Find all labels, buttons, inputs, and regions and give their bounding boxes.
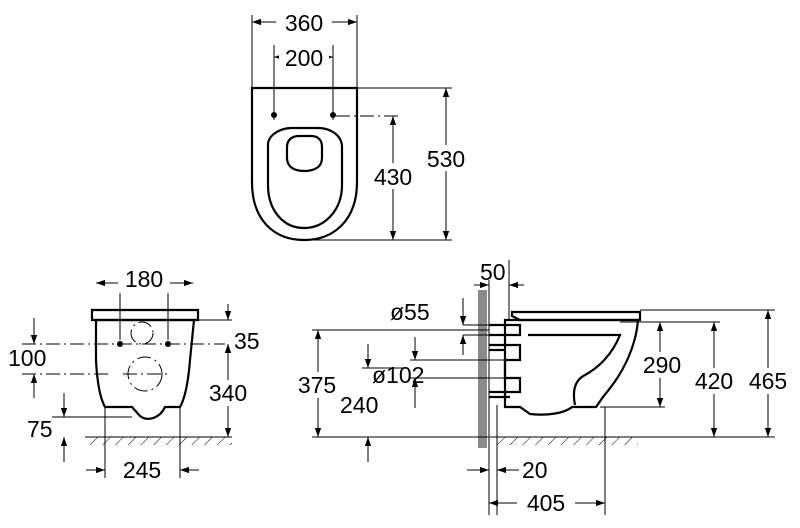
- side-view-wall: [478, 290, 487, 448]
- dim-side-projection: 405: [527, 490, 565, 516]
- dim-side-wall-offset: 50: [480, 259, 506, 285]
- dim-front-inlet-to-fixing: 100: [8, 345, 46, 371]
- side-view-floor-hatch: [493, 437, 638, 445]
- dim-top-width: 360: [285, 10, 323, 36]
- dim-side-outlet-diameter: ø102: [372, 362, 424, 388]
- top-view-flush-recess: [285, 134, 324, 173]
- top-view: 360 200 430 530: [250, 10, 472, 242]
- dim-side-inlet-diameter: ø55: [390, 299, 430, 325]
- dim-side-outlet-height: 240: [340, 392, 378, 418]
- front-view: 180 35 100 340 75 245: [8, 265, 260, 483]
- dim-front-base-width: 245: [123, 457, 161, 483]
- top-view-seat-opening: [266, 126, 344, 230]
- dim-side-overall-height: 465: [749, 368, 787, 394]
- front-view-floor-hatch: [88, 437, 232, 445]
- front-view-inlet-circle: [130, 321, 154, 345]
- dim-side-rim-to-outlet: 290: [643, 352, 681, 378]
- dim-front-outlet-height: 75: [27, 416, 53, 442]
- dim-side-rim-height: 420: [695, 368, 733, 394]
- dim-side-inlet-height: 375: [298, 372, 336, 398]
- dim-front-fixing-spacing: 180: [125, 266, 163, 292]
- dim-top-length: 530: [427, 146, 465, 172]
- side-view-outlet-pipe: [489, 343, 522, 394]
- side-view-bowl-inner: [528, 333, 622, 406]
- front-view-seat: [90, 308, 200, 322]
- dim-top-fixing-to-front: 430: [374, 164, 412, 190]
- side-view-bowl: [503, 318, 640, 416]
- dim-front-fixing-offset: 35: [234, 328, 260, 354]
- side-view-seat: [510, 310, 642, 322]
- front-view-bowl: [94, 318, 196, 420]
- side-view: 50 ø55 ø102 375 240 290 420: [290, 259, 796, 516]
- dim-top-fixing-spacing: 200: [285, 45, 323, 71]
- dim-front-height-to-fixing: 340: [209, 380, 247, 406]
- dim-side-outlet-projection: 20: [522, 457, 548, 483]
